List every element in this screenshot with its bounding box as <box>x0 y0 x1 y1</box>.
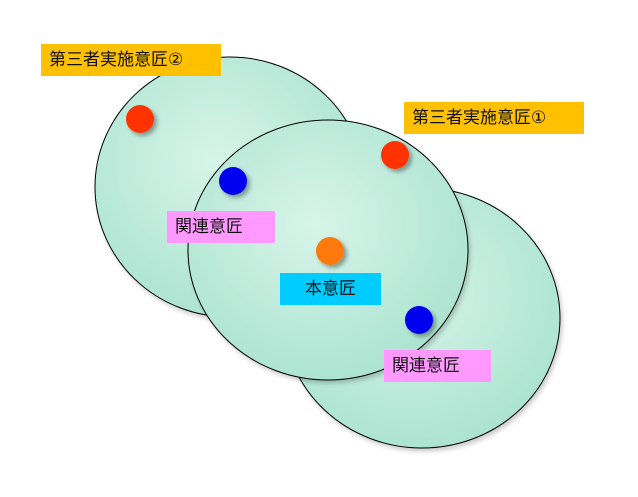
label-third-party-design-2: 第三者実施意匠② <box>41 44 221 76</box>
dot-related-2 <box>405 306 433 334</box>
label-third-party-design-1: 第三者実施意匠① <box>404 102 584 134</box>
label-related-design-2: 関連意匠 <box>384 350 491 382</box>
dot-related-1 <box>219 167 247 195</box>
dot-main-design <box>316 237 344 265</box>
label-main-design: 本意匠 <box>280 273 381 305</box>
dot-third-party-1 <box>381 141 409 169</box>
label-related-design-1: 関連意匠 <box>167 211 275 243</box>
dot-third-party-2 <box>126 105 154 133</box>
